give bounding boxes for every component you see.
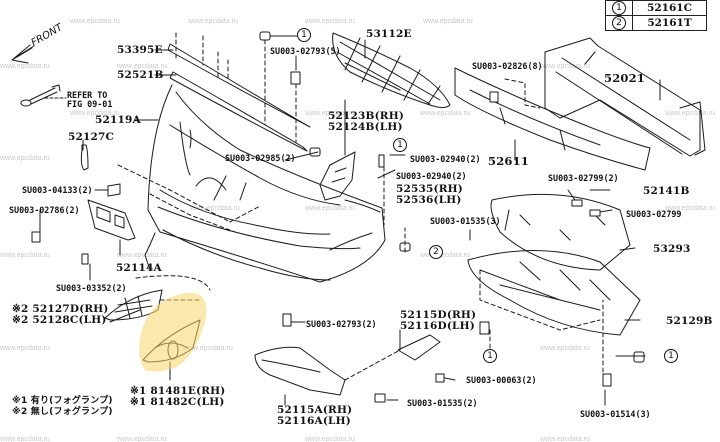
legend-part-number[interactable]: 52161C: [632, 0, 707, 16]
part-label[interactable]: SU003-01514(3): [580, 409, 651, 419]
refer-note-line1: REFER TO: [67, 90, 108, 100]
watermark: www.epcdata.ru: [305, 18, 355, 25]
watermark: www.epcdata.ru: [190, 205, 240, 212]
watermark: www.epcdata.ru: [420, 252, 470, 259]
callout-2-icon: 2: [429, 245, 443, 259]
under-cover: [467, 250, 641, 336]
watermark: www.epcdata.ru: [540, 63, 590, 70]
part-label[interactable]: ※2 52128C(LH): [12, 314, 107, 326]
watermark: www.epcdata.ru: [540, 345, 590, 352]
refer-note-line2: FIG 09-01: [67, 99, 113, 109]
part-label[interactable]: 53112E: [366, 28, 412, 40]
legend-part-number[interactable]: 52161T: [632, 15, 707, 31]
part-label[interactable]: 52115A(RH): [277, 404, 353, 416]
watermark: www.epcdata.ru: [0, 345, 50, 352]
part-label[interactable]: 52611: [488, 154, 530, 168]
part-label[interactable]: SU003-02793(2): [306, 319, 377, 329]
watermark: www.epcdata.ru: [423, 18, 473, 25]
part-label[interactable]: SU003-02985(2): [225, 153, 296, 163]
legend-row: 1 52161C: [605, 0, 707, 16]
part-label[interactable]: 52536(LH): [396, 194, 462, 206]
part-label[interactable]: 52521B: [117, 69, 164, 81]
lower-bracket: [254, 334, 441, 396]
upper-moulding: [167, 32, 311, 152]
part-label[interactable]: SU003-03352(2): [56, 283, 127, 293]
front-arrow-icon: [11, 44, 35, 64]
part-label[interactable]: SU003-04133(2): [22, 185, 93, 195]
license-bracket: [87, 183, 136, 241]
part-label[interactable]: 52119A: [95, 114, 141, 126]
footnote: ※2 無し(フォグランプ): [12, 407, 113, 417]
energy-absorber: [454, 67, 651, 171]
callout-legend-table: 1 52161C 2 52161T: [605, 0, 707, 31]
tow-hook-icon: [20, 84, 67, 107]
footnote: ※1 有り(フォグランプ): [12, 396, 113, 406]
part-label[interactable]: 52021: [604, 71, 646, 85]
watermark: www.epcdata.ru: [305, 205, 355, 212]
watermark: www.epcdata.ru: [0, 155, 50, 162]
part-label[interactable]: ※1 81482C(LH): [130, 396, 225, 408]
watermark: www.epcdata.ru: [665, 205, 715, 212]
watermark: www.epcdata.ru: [117, 63, 167, 70]
part-label[interactable]: 52123B(RH): [328, 110, 404, 122]
callout-1-icon: 1: [483, 349, 497, 363]
watermark: www.epcdata.ru: [0, 63, 50, 70]
part-label[interactable]: SU003-02940(2): [410, 154, 481, 164]
watermark: www.epcdata.ru: [665, 110, 715, 117]
watermark: www.epcdata.ru: [188, 18, 238, 25]
part-label[interactable]: SU003-00063(2): [466, 375, 537, 385]
part-label[interactable]: ※2 52127D(RH): [12, 303, 109, 315]
watermark: www.epcdata.ru: [540, 436, 590, 442]
part-label[interactable]: SU003-02940(2): [396, 171, 467, 181]
leader-lines: [39, 35, 661, 406]
part-label[interactable]: ※1 81481E(RH): [130, 385, 226, 397]
watermark: www.epcdata.ru: [420, 110, 470, 117]
upper-cover: [490, 193, 631, 271]
watermark: www.epcdata.ru: [117, 436, 167, 442]
watermark: www.epcdata.ru: [70, 110, 120, 117]
part-label[interactable]: SU003-02799(2): [548, 173, 619, 183]
watermark: www.epcdata.ru: [0, 436, 50, 442]
side-bracket: [319, 151, 356, 201]
watermark: www.epcdata.ru: [0, 252, 50, 259]
watermark: www.epcdata.ru: [117, 252, 167, 259]
watermark: www.epcdata.ru: [305, 110, 355, 117]
legend-row: 2 52161T: [605, 15, 707, 31]
bumper-cover: [80, 84, 386, 283]
bolt-icons: [31, 31, 645, 403]
part-label[interactable]: 52141B: [643, 185, 690, 197]
bumper-reinforcement: [504, 37, 706, 157]
part-label[interactable]: 52124B(LH): [328, 121, 403, 133]
part-label[interactable]: 52129B: [666, 315, 713, 327]
watermark: www.epcdata.ru: [305, 436, 355, 442]
lower-grille: [332, 32, 451, 108]
part-label[interactable]: SU003-02799: [626, 209, 682, 219]
part-label[interactable]: 52116A(LH): [277, 415, 351, 427]
highlight-fog-lamp: [139, 292, 207, 372]
callout-1-icon: 1: [612, 1, 626, 15]
part-label[interactable]: 52535(RH): [396, 183, 463, 195]
callout-1-icon: 1: [393, 138, 407, 152]
callout-2-icon: 2: [612, 16, 626, 30]
part-label[interactable]: 53293: [653, 243, 691, 255]
part-label[interactable]: SU003-02793(5): [270, 46, 341, 56]
part-label[interactable]: SU003-01535(2): [407, 398, 478, 408]
part-label[interactable]: SU003-02826(8): [472, 61, 543, 71]
part-label[interactable]: 52115D(RH): [400, 309, 477, 321]
part-label[interactable]: SU003-01535(3): [430, 216, 501, 226]
part-label[interactable]: 52127C: [68, 131, 115, 143]
watermark: www.epcdata.ru: [70, 18, 120, 25]
part-label[interactable]: 52116D(LH): [400, 320, 475, 332]
watermark: www.epcdata.ru: [183, 345, 233, 352]
part-label[interactable]: 53395E: [117, 44, 163, 56]
part-label[interactable]: SU003-02786(2): [9, 205, 80, 215]
part-label[interactable]: 52114A: [116, 262, 162, 274]
assembly-guide-lines: [264, 39, 604, 387]
callout-1-icon: 1: [297, 28, 311, 42]
callout-1-icon: 1: [664, 349, 678, 363]
